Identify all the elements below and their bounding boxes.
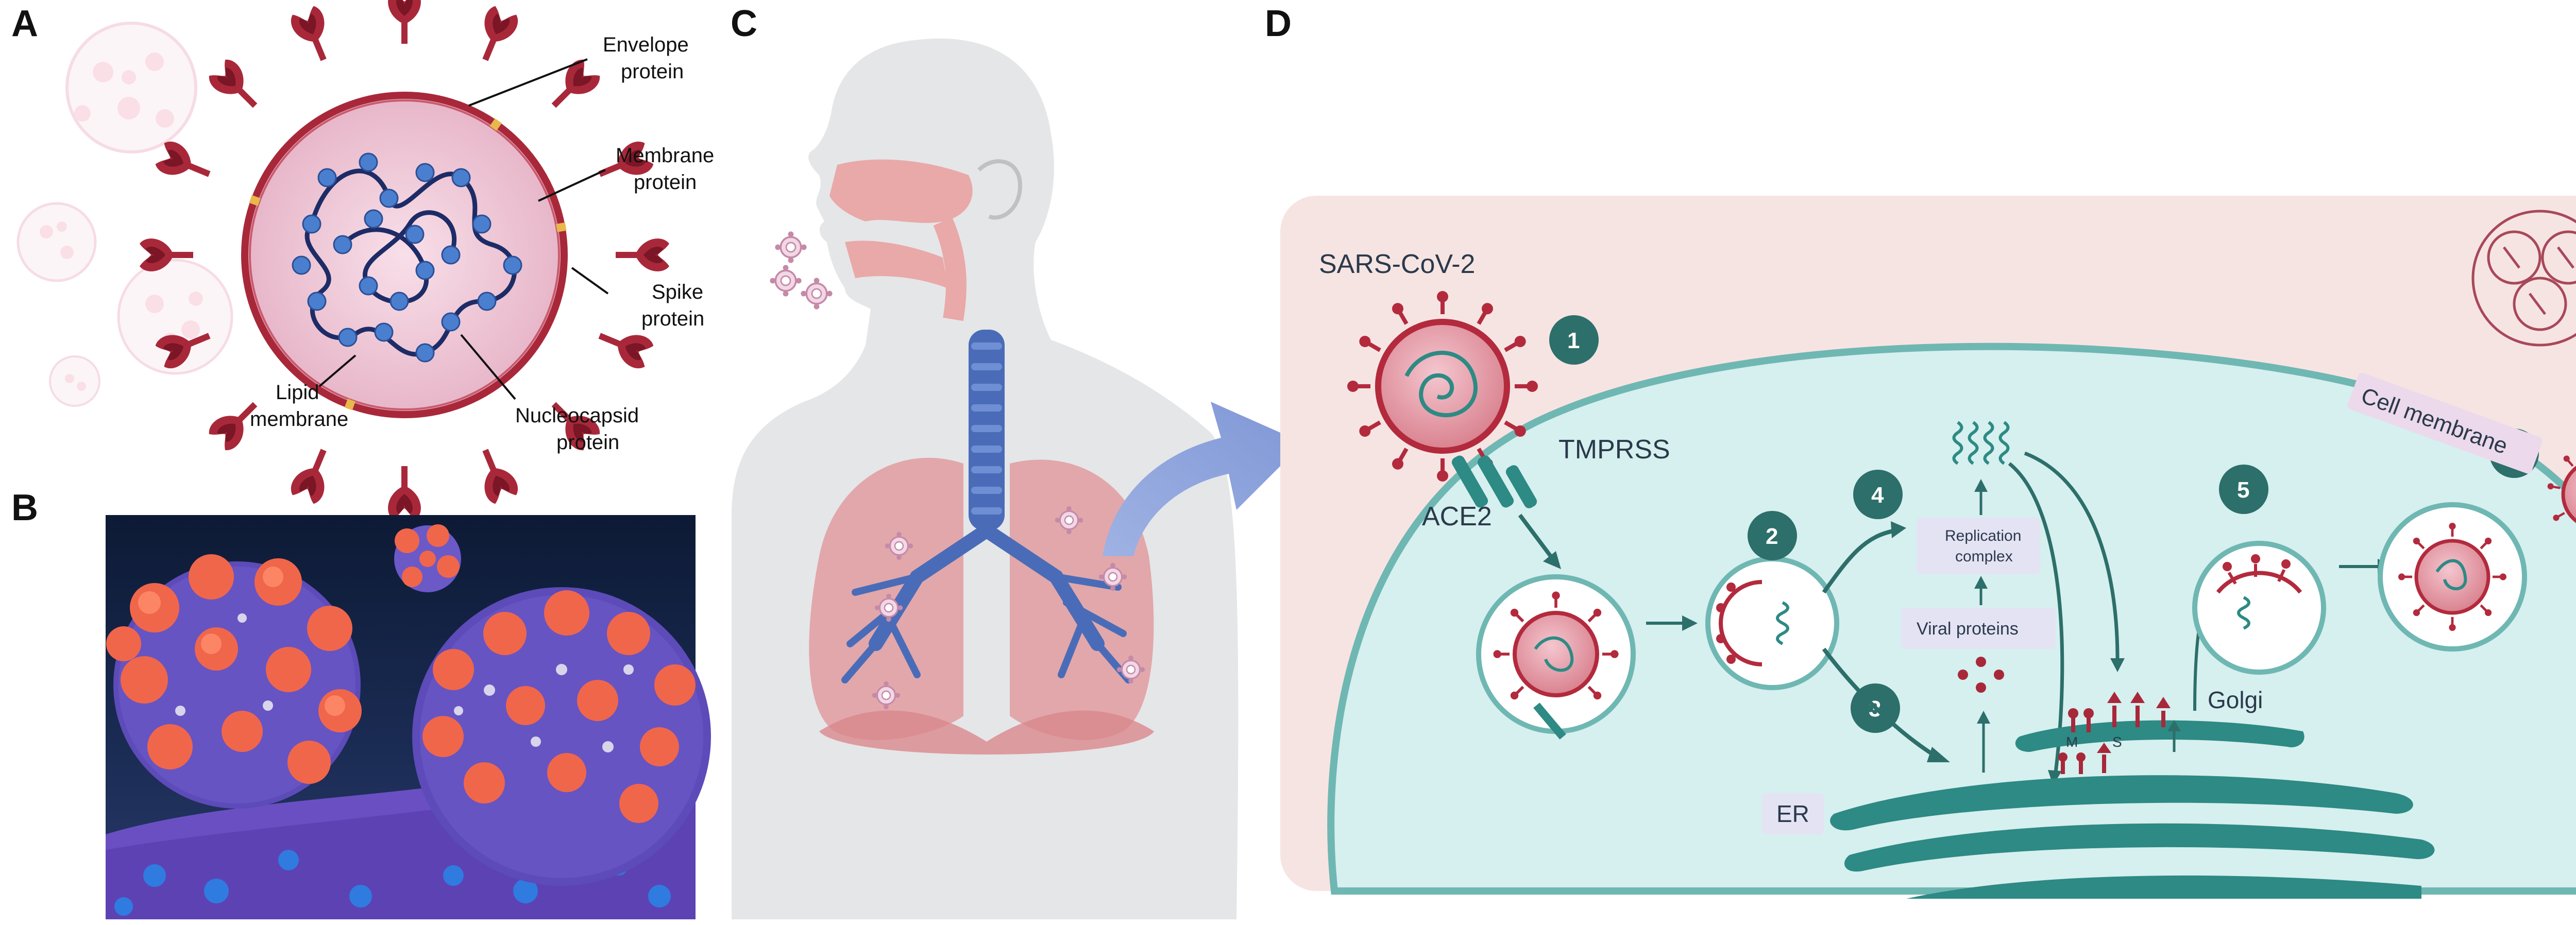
- replication-complex-box: [1917, 518, 2040, 574]
- viral-proteins-label: Viral proteins: [1917, 619, 2019, 639]
- panel-d-label: D: [1265, 3, 1292, 44]
- journal-logo: [2471, 210, 2576, 347]
- arrow-to-er: [1822, 647, 1939, 759]
- virus-particle-small: [394, 524, 461, 592]
- ace2-label: ACE2: [1422, 502, 1492, 532]
- spike-protein-label-1: Spike: [652, 281, 703, 303]
- endosome-1: [1476, 574, 1636, 740]
- exocytosis-vesicle: [2378, 502, 2527, 652]
- nasal-cavity: [829, 159, 973, 223]
- step-badge-4: 4: [1853, 470, 1903, 519]
- replication-label-1: Replication: [1945, 527, 2021, 544]
- svg-text:5: 5: [2237, 477, 2249, 503]
- virus-particle-left: [106, 554, 362, 809]
- arrow-to-replication: [1822, 528, 1896, 594]
- membrane-protein-label-1: Membrane: [616, 144, 714, 167]
- tmprss-label: TMPRSS: [1558, 435, 1670, 465]
- golgi-label: Golgi: [2208, 687, 2263, 713]
- faded-virus-group: [16, 22, 233, 407]
- m-protein-label: M: [2066, 734, 2078, 750]
- svg-text:4: 4: [1871, 483, 1884, 508]
- er-proteins: [2058, 743, 2111, 774]
- sars-cov-2-virion: [1347, 291, 1538, 482]
- er-label-box: [1762, 793, 1824, 834]
- panel-c-label: C: [731, 3, 757, 44]
- golgi-proteins: [2068, 692, 2171, 732]
- svg-text:2: 2: [1766, 524, 1778, 549]
- released-virion: [2547, 454, 2576, 523]
- replication-label-2: complex: [1955, 548, 2013, 565]
- panel-b-label: B: [11, 487, 38, 528]
- ear: [977, 159, 1023, 220]
- ace2-tmprss-receptors: [1451, 455, 1537, 508]
- diaphragm: [819, 710, 1154, 755]
- panel-d: D SARS-CoV-2: [1265, 3, 2576, 899]
- panel-b: B: [11, 487, 711, 919]
- lipid-membrane: [241, 92, 568, 418]
- viral-proteins-box: [1901, 608, 2056, 649]
- spike-protein-label-2: protein: [641, 307, 704, 330]
- panel-a-callouts: [318, 58, 609, 400]
- er-label: ER: [1776, 800, 1809, 827]
- panel-c: C: [731, 3, 1303, 920]
- step-badge-2: 2: [1748, 511, 1797, 560]
- budding-vesicle: [2192, 541, 2326, 675]
- virus-particle-right: [412, 587, 711, 886]
- svg-text:1: 1: [1567, 328, 1580, 353]
- envelope-protein-marks: [249, 118, 567, 410]
- nucleocapsid-label-2: protein: [556, 431, 619, 454]
- entry-arrow: [1518, 513, 1553, 558]
- rna-replicates: [1952, 421, 2010, 465]
- panel-a-label: A: [11, 3, 38, 44]
- trachea: [969, 330, 1005, 530]
- lipid-membrane-label-2: membrane: [250, 408, 348, 431]
- s-protein-label: S: [2112, 734, 2122, 750]
- lipid-membrane-label-1: Lipid: [276, 381, 319, 404]
- bronchial-tree: [841, 523, 1132, 683]
- viral-protein-dots: [1958, 657, 2004, 693]
- envelope-protein-label-2: protein: [621, 60, 684, 83]
- endosome-2: [1705, 556, 1839, 690]
- virus-label: SARS-CoV-2: [1319, 249, 1475, 279]
- zoom-arrow: [1103, 402, 1303, 556]
- endoplasmic-reticulum: [1830, 775, 2435, 899]
- coronavirus-structure: [140, 0, 669, 520]
- nucleocapsid-label-1: Nucleocapsid: [515, 404, 639, 427]
- envelope-protein-label-1: Envelope: [603, 33, 689, 56]
- membrane-protein-label-2: protein: [634, 171, 697, 194]
- step-badge-1: 1: [1549, 315, 1599, 365]
- inhaled-viruses: [769, 230, 834, 311]
- panel-a: A: [11, 0, 714, 520]
- step-badge-5: 5: [2219, 465, 2268, 514]
